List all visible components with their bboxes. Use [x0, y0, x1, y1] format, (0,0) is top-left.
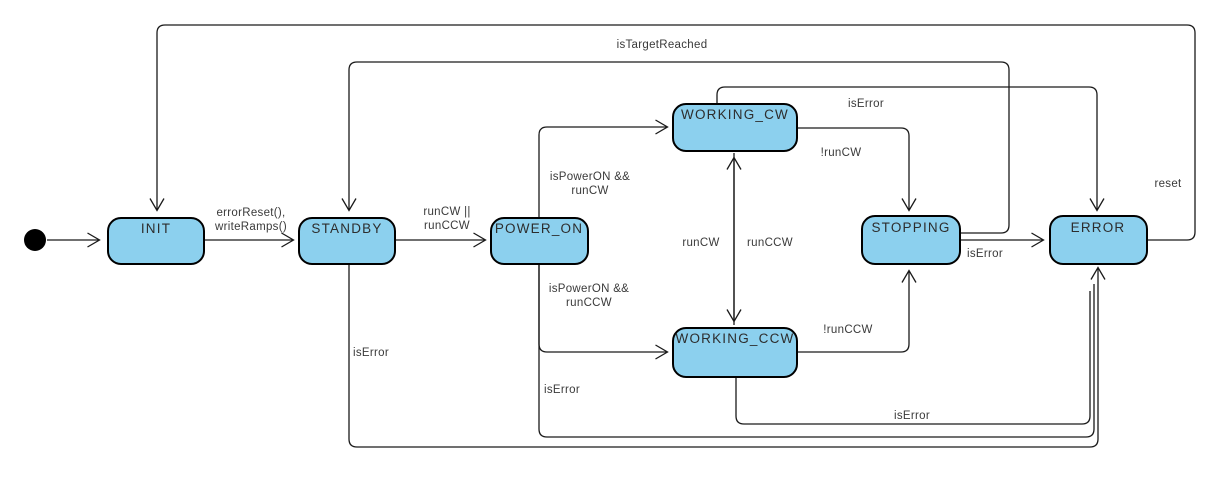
transition-label: isTargetReached — [617, 39, 708, 51]
transition-label: isPowerON && — [549, 283, 629, 295]
transition-poweron-error — [538, 265, 1095, 438]
transition-label: runCW — [682, 237, 719, 249]
state-standby: STANDBY — [298, 217, 396, 265]
state-power-on-label: POWER_ON — [495, 221, 583, 236]
state-init-label: INIT — [141, 221, 171, 236]
state-working-cw: WORKING_CW — [672, 103, 798, 152]
state-working-cw-label: WORKING_CW — [681, 107, 789, 122]
transition-label: runCW || — [423, 206, 470, 218]
transition-stopping-standby — [341, 61, 1010, 234]
state-standby-shape — [298, 217, 396, 265]
transition-label: runCW — [571, 185, 608, 197]
transition-workingcw-stopping — [798, 127, 917, 212]
transition-standby-error — [348, 265, 1106, 448]
transition-labels-layer: errorReset(), writeRamps() runCW || runC… — [214, 39, 1182, 422]
transition-label: writeRamps() — [214, 221, 287, 233]
initial-state-dot — [24, 229, 46, 251]
transition-label: isError — [544, 384, 580, 396]
transition-workingcw-error — [716, 86, 1105, 212]
transition-label: !runCW — [821, 147, 862, 159]
transition-poweron-workingcw — [538, 119, 669, 217]
state-init-shape — [107, 217, 205, 265]
transition-label: !runCCW — [823, 324, 872, 336]
state-stopping-shape — [861, 215, 961, 265]
state-error-label: ERROR — [1071, 220, 1126, 235]
state-working-cw-shape — [672, 103, 798, 152]
state-error-shape — [1049, 215, 1148, 265]
state-power-on: POWER_ON — [490, 217, 589, 265]
state-working-ccw-shape — [672, 327, 798, 378]
transitions-layer — [47, 24, 1196, 448]
transition-label: reset — [1154, 178, 1182, 190]
transition-label: errorReset(), — [216, 207, 285, 219]
state-working-ccw-label: WORKING_CCW — [676, 331, 795, 346]
state-working-ccw: WORKING_CCW — [672, 327, 798, 378]
state-power-on-shape — [490, 217, 589, 265]
state-standby-label: STANDBY — [311, 221, 382, 236]
state-error: ERROR — [1049, 215, 1148, 265]
transition-label: runCCW — [424, 220, 470, 232]
transition-label: isPowerON && — [550, 171, 630, 183]
transition-label: isError — [894, 410, 930, 422]
transition-label: isError — [967, 248, 1003, 260]
transition-error-init — [149, 24, 1196, 241]
transition-workingccw-stopping — [798, 269, 917, 353]
state-stopping-label: STOPPING — [871, 220, 950, 235]
transition-label: runCCW — [747, 237, 793, 249]
transition-label: isError — [848, 98, 884, 110]
transition-label: isError — [353, 347, 389, 359]
transition-label: runCCW — [566, 297, 612, 309]
state-init: INIT — [107, 217, 205, 265]
states-layer: INIT STANDBY POWER_ON WORKING_CW WORKING… — [107, 103, 1148, 378]
state-stopping: STOPPING — [861, 215, 961, 265]
transition-workingccw-error — [735, 291, 1091, 425]
